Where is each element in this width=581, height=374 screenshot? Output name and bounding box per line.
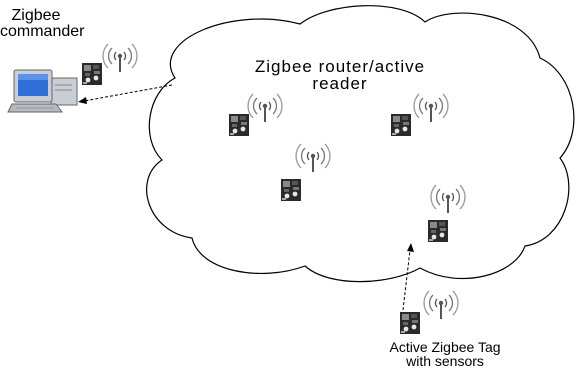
computer-icon bbox=[7, 69, 78, 113]
sensor-node-icon bbox=[428, 220, 448, 242]
sensor-node-icon bbox=[281, 179, 301, 201]
link-arrow-from-tag bbox=[402, 243, 414, 311]
sensor-node-icon bbox=[391, 114, 411, 136]
sensor-node-icon bbox=[229, 114, 249, 136]
commander-label-line-2: commander bbox=[0, 23, 85, 40]
tag-label-line-1: Active Zigbee Tag bbox=[389, 339, 501, 355]
sensor-node-icon bbox=[82, 63, 102, 85]
sensor-node-icon bbox=[400, 312, 420, 334]
wireless-signal-icon bbox=[102, 43, 138, 73]
link-arrow-to-commander bbox=[78, 84, 173, 104]
router-label-line-1: Zigbee router/active bbox=[254, 57, 426, 76]
network-cloud bbox=[146, 5, 575, 283]
router-label: Zigbee router/active reader bbox=[220, 58, 460, 92]
commander-label-line-1: Zigbee bbox=[11, 7, 61, 24]
wireless-signal-icon bbox=[423, 290, 459, 320]
commander-label: Zigbee commander bbox=[0, 7, 85, 40]
router-label-line-2: reader bbox=[312, 74, 368, 93]
tag-label-line-2: with sensors bbox=[406, 353, 484, 369]
tag-label: Active Zigbee Tag with sensors bbox=[360, 340, 530, 368]
